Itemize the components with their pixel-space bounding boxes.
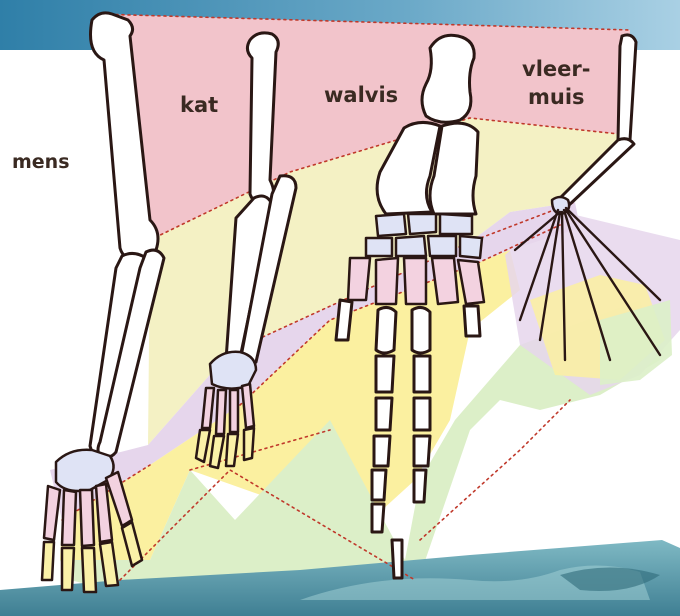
whale-carpals: [366, 214, 482, 258]
label-bat-line1: vleer-: [522, 57, 590, 81]
whale-humerus: [422, 35, 474, 122]
label-whale: walvis: [324, 83, 398, 107]
label-cat: kat: [180, 93, 218, 117]
bat-humerus: [618, 35, 636, 140]
label-bat-line2: muis: [528, 85, 585, 109]
label-human: mens: [12, 151, 70, 173]
